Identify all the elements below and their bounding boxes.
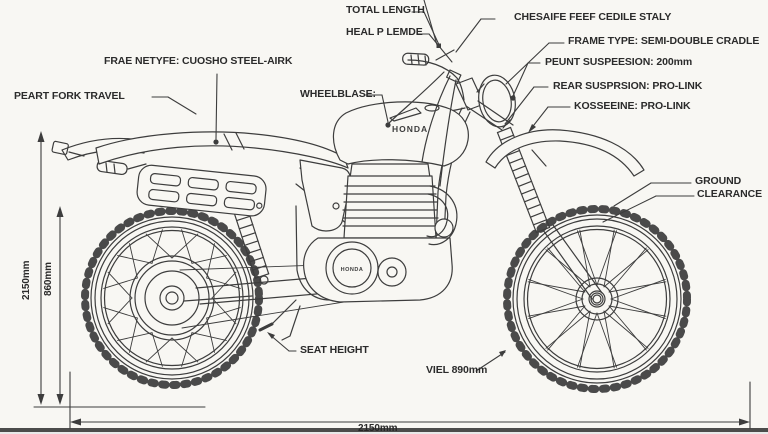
engine: HONDA bbox=[303, 163, 458, 303]
bottom-edge-bar bbox=[0, 428, 768, 432]
leader-lines bbox=[151, 0, 695, 372]
callout-rear-suspension: REAR SUSPRSION: PRO-LINK bbox=[553, 80, 703, 92]
callout-front-fork-travel: PEART FORK TRAVEL bbox=[14, 90, 125, 102]
callout-wheelbase: WHEELBLASE: bbox=[300, 88, 376, 100]
callout-head-lamp: HEAL P LEMDE bbox=[346, 26, 423, 38]
front-wheel bbox=[503, 205, 691, 393]
callout-rear-suspension-alt: KOSSEEINE: PRO-LINK bbox=[574, 100, 691, 112]
callout-seat-height: SEAT HEIGHT bbox=[300, 344, 369, 356]
callout-frame-type: FRAME TYPE: SEMI-DOUBLE CRADLE bbox=[568, 35, 760, 47]
callout-ground: GROUND bbox=[695, 175, 742, 187]
callout-total-length: TOTAL LENGTH bbox=[346, 4, 425, 16]
tank-honda-logo: HONDA bbox=[392, 124, 428, 134]
dim-seat-height: 860mm bbox=[43, 262, 54, 296]
callout-front-suspension: PEUNT SUSPEESION: 200mm bbox=[545, 56, 693, 68]
callout-wheel-size: VIEL 890mm bbox=[426, 364, 488, 376]
callout-chassis-note: CHESAIFE FEEF CEDILE STALY bbox=[514, 11, 672, 23]
engine-honda-logo: HONDA bbox=[341, 267, 364, 273]
front-fender bbox=[485, 129, 645, 177]
callout-frame-type-alt: FRAE NETYFE: CUOSHO STEEL-AIRK bbox=[104, 55, 293, 67]
seat bbox=[95, 131, 349, 169]
dim-overall-height: 2150mm bbox=[21, 260, 32, 300]
rear-wheel bbox=[81, 207, 263, 389]
headlight bbox=[476, 74, 516, 129]
side-panels bbox=[136, 159, 352, 232]
dimension-lines bbox=[33, 131, 751, 429]
callout-clearance: CLEARANCE bbox=[697, 188, 763, 200]
